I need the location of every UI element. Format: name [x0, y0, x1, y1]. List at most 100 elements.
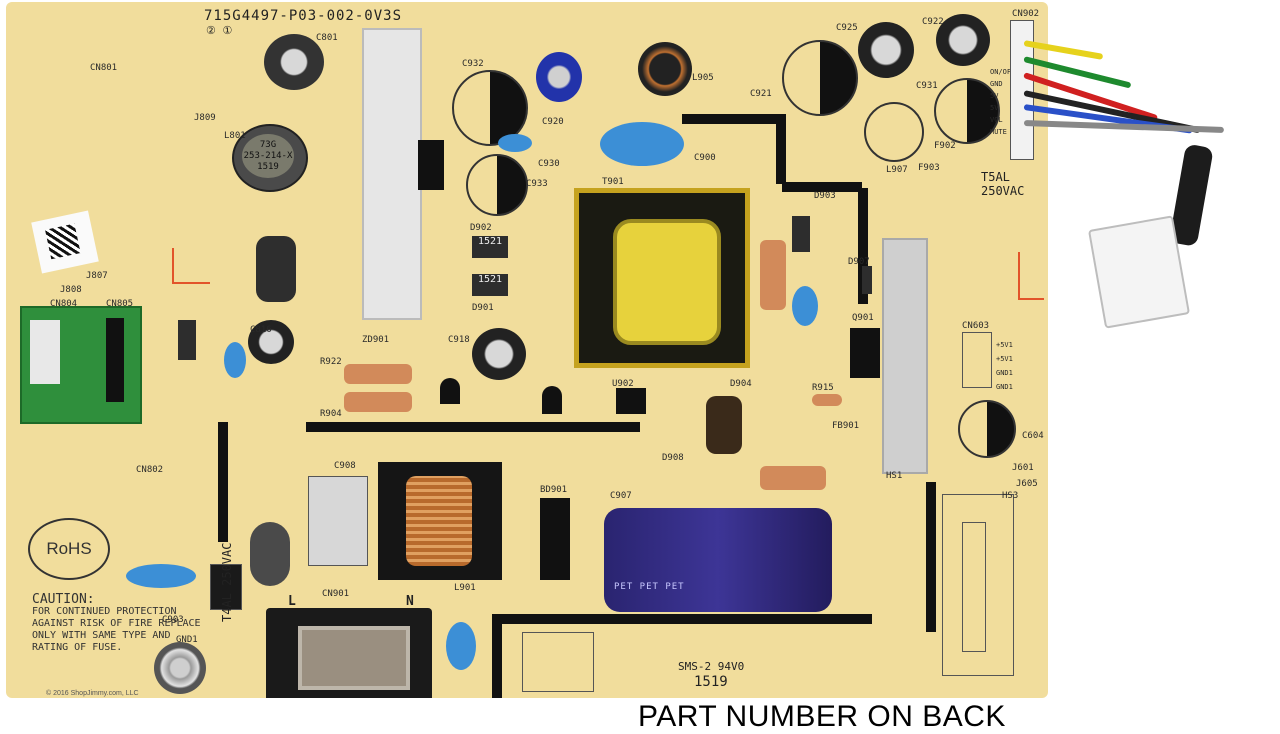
board-part-number: 715G4497-P03-002-0V3S: [204, 8, 403, 24]
label-c816: C816: [250, 325, 272, 335]
bridge-bd901: [540, 498, 570, 580]
pin-gnd1-b: GND1: [996, 383, 1013, 391]
capacitor-c933-pad: [466, 154, 528, 216]
pin-5v-b: 5V: [990, 104, 999, 112]
caution-block: CAUTION: FOR CONTINUED PROTECTION AGAINS…: [32, 593, 201, 654]
rohs-text: RoHS: [46, 539, 92, 558]
line-filter-choke: [378, 462, 502, 580]
label-u902: U902: [612, 379, 634, 389]
transistor-q901: [850, 328, 880, 378]
ic-u902: [616, 388, 646, 414]
pin-on-off: ON/OFF: [990, 68, 1016, 76]
connector-cn603-pad: [962, 332, 992, 388]
ul-rating: SMS-2 94V0: [678, 660, 745, 673]
label-d901: D901: [472, 303, 494, 313]
label-zd901: ZD901: [362, 335, 390, 345]
label-cn901: CN901: [322, 589, 350, 599]
bulk-cap-text: PET PET PET: [614, 582, 685, 592]
label-c801: C801: [316, 33, 338, 43]
ground-lug: [154, 642, 206, 694]
label-r915: R915: [812, 383, 834, 393]
transformer-label: T901: [602, 177, 624, 187]
copper-coil: [406, 476, 472, 566]
inductor-line-2: 253-214-X: [243, 151, 293, 161]
transistor-q904: [440, 378, 460, 404]
capacitor-c904: [706, 396, 742, 454]
varistor: [250, 522, 290, 586]
pcb-board: 715G4497-P03-002-0V3S ② ① T901 L901 PET …: [6, 2, 1048, 698]
fuse-rating-main: T5AL 250VAC: [981, 170, 1025, 198]
label-j807: J807: [86, 271, 108, 281]
blue-cap-c816: [224, 342, 246, 378]
label-c930: C930: [538, 159, 560, 169]
fuse-f901: [210, 564, 242, 610]
label-hs1: HS1: [886, 471, 903, 481]
label-bd901: BD901: [540, 485, 568, 495]
label-cn804: CN804: [50, 299, 78, 309]
label-c931: C931: [916, 81, 938, 91]
blue-cap-c930: [498, 134, 532, 152]
label-j601: J601: [1012, 463, 1034, 473]
label-f903: F903: [918, 163, 940, 173]
pin-vol: VOL: [990, 116, 1003, 124]
resistor-r906: [760, 240, 786, 310]
caption: PART NUMBER ON BACK: [638, 700, 1006, 733]
label-c907: C907: [610, 491, 632, 501]
capacitor-c920: [536, 52, 582, 102]
capacitor-c921-pad: [782, 40, 858, 116]
label-r904: R904: [320, 409, 342, 419]
label-c900: C900: [694, 153, 716, 163]
label-l907: L907: [886, 165, 908, 175]
cn603-pin-labels: +5V1 +5V1 GND1 GND1: [996, 338, 1013, 394]
label-gnd1: GND1: [176, 635, 198, 645]
capacitor-c801: [264, 34, 324, 90]
resistor-r922: [344, 364, 412, 384]
label-l801: L801: [224, 131, 246, 141]
diode-d901: 1521: [472, 274, 508, 296]
capacitor-c817: [256, 236, 296, 302]
outline-cn802-area: [172, 248, 210, 284]
diode-d902: 1521: [472, 236, 508, 258]
mosfet-q903: [418, 140, 444, 190]
trace-bottom-v: [492, 614, 502, 698]
caution-line-2: AGAINST RISK OF FIRE REPLACE: [32, 618, 201, 629]
pin-5v1-b: +5V1: [996, 355, 1013, 363]
trace-bottom: [492, 614, 872, 624]
capacitor-c918: [472, 328, 526, 380]
u601-chip: [962, 522, 986, 652]
blue-cap-c902: [446, 622, 476, 670]
trace-right-bottom: [926, 482, 936, 632]
barcode-sticker: [31, 210, 99, 274]
pin-gnd1-a: GND1: [996, 369, 1013, 377]
label-c918: C918: [448, 335, 470, 345]
label-f902: F902: [934, 141, 956, 151]
label-cn802: CN802: [136, 465, 164, 475]
blue-cap-c903: [126, 564, 196, 588]
label-j808: J808: [60, 285, 82, 295]
resistor-r904: [344, 392, 412, 412]
caution-line-4: RATING OF FUSE.: [32, 642, 123, 653]
trace-mid-left-v: [218, 422, 228, 542]
primary-heatsink: [362, 28, 422, 320]
date-code: 1519: [694, 674, 728, 690]
label-cn603: CN603: [962, 321, 990, 331]
label-q901: Q901: [852, 313, 874, 323]
transformer-core: [613, 219, 721, 345]
u601-outline: [942, 494, 1014, 676]
resistor-r915: [812, 394, 842, 406]
fuse-rating-ac: T4AL 250VAC: [220, 542, 234, 622]
label-c903: C903: [162, 615, 184, 625]
caution-line-1: FOR CONTINUED PROTECTION: [32, 606, 177, 617]
diode-d903: [792, 216, 810, 252]
inductor-line-3: 1519: [257, 162, 279, 172]
blue-cap-c911: [792, 286, 818, 326]
capacitor-c922: [936, 14, 990, 66]
trace-right-diag: [776, 114, 786, 184]
label-r922: R922: [320, 357, 342, 367]
pin-5v-a: 5V: [990, 92, 999, 100]
trace-right-v: [858, 188, 868, 304]
secondary-heatsink: [882, 238, 928, 474]
capacitor-c925: [858, 22, 914, 78]
ic-u903: [542, 386, 562, 414]
label-d907: D907: [848, 257, 870, 267]
